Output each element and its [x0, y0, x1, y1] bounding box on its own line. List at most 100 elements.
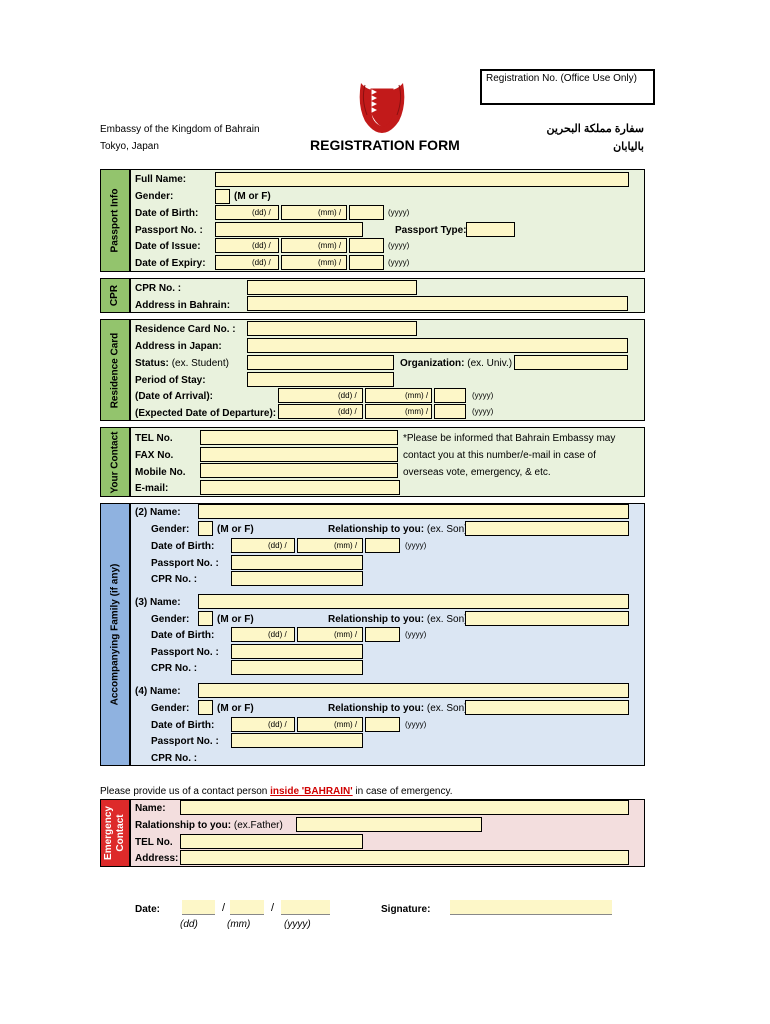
expiry-dd-field[interactable] [215, 255, 279, 270]
departure-yyyy-field[interactable] [434, 404, 466, 419]
family-member-2-name-field[interactable] [198, 504, 629, 519]
arrival-mm-hint: (mm) / [405, 391, 429, 400]
date-label: Date: [135, 904, 161, 915]
family-member-2-gender-field[interactable] [198, 521, 213, 536]
expiry-yyyy-field[interactable] [349, 255, 384, 270]
family-member-4-dob-mm-hint: (mm) / [334, 720, 358, 729]
family-member-2-passport-field[interactable] [231, 555, 363, 570]
family-member-3-dob-mm-hint: (mm) / [334, 630, 358, 639]
family-member-3-gender-field[interactable] [198, 611, 213, 626]
contact-note-line-2: contact you at this number/e-mail in cas… [403, 450, 596, 461]
email-label: E-mail: [135, 483, 169, 494]
residence-card-side-label: Residence Card [100, 319, 130, 421]
family-member-4-name-field[interactable] [198, 683, 629, 698]
family-member-3-dob-yyyy-hint: (yyyy) [405, 630, 427, 639]
issue-yyyy-field[interactable] [349, 238, 384, 253]
family-member-4-cpr-label: CPR No. : [151, 753, 198, 764]
mobile-field[interactable] [200, 463, 398, 478]
date-dd-hint: (dd) [180, 919, 198, 930]
japan-address-field[interactable] [247, 338, 628, 353]
date-slash-2: / [271, 902, 275, 914]
embassy-name-en: Embassy of the Kingdom of Bahrain [100, 124, 260, 135]
mobile-label: Mobile No. [135, 467, 186, 478]
gender-field[interactable] [215, 189, 230, 204]
expiry-date-label: Date of Expiry: [135, 258, 206, 269]
arrival-dd-field[interactable] [278, 388, 363, 403]
arrival-mm-field[interactable] [365, 388, 432, 403]
departure-date-label: (Expected Date of Departure): [135, 408, 277, 419]
tel-field[interactable] [200, 430, 398, 445]
issue-mm-field[interactable] [281, 238, 347, 253]
expiry-mm-field[interactable] [281, 255, 347, 270]
dob-mm-field[interactable] [281, 205, 347, 220]
passport-no-label: Passport No. : [135, 225, 203, 236]
family-member-3-dob-dd-field[interactable] [231, 627, 295, 642]
family-member-2-dob-dd-field[interactable] [231, 538, 295, 553]
registration-number-box[interactable]: Registration No. (Office Use Only) [480, 69, 655, 105]
family-member-2-passport-label: Passport No. : [151, 558, 219, 569]
dob-dd-field[interactable] [215, 205, 279, 220]
family-member-4-passport-label: Passport No. : [151, 736, 219, 747]
family-member-2-relationship-field[interactable] [465, 521, 629, 536]
family-member-4-relationship-label: Relationship to you: (ex. Son) [328, 703, 468, 714]
family-member-3-passport-field[interactable] [231, 644, 363, 659]
date-yyyy-field[interactable] [281, 900, 330, 915]
passport-type-field[interactable] [466, 222, 515, 237]
arrival-yyyy-field[interactable] [434, 388, 466, 403]
dob-yyyy-field[interactable] [349, 205, 384, 220]
departure-dd-hint: (dd) / [338, 407, 357, 416]
emergency-name-field[interactable] [180, 800, 629, 815]
gender-hint: (M or F) [234, 191, 271, 202]
issue-date-label: Date of Issue: [135, 241, 201, 252]
departure-yyyy-hint: (yyyy) [472, 407, 494, 416]
family-member-3-dob-yyyy-field[interactable] [365, 627, 400, 642]
fax-field[interactable] [200, 447, 398, 462]
period-of-stay-field[interactable] [247, 372, 394, 387]
expiry-mm-hint: (mm) / [318, 258, 342, 267]
dob-dd-hint: (dd) / [252, 208, 271, 217]
emergency-relationship-label: Ralationship to you: (ex.Father) [135, 820, 283, 831]
family-member-4-dob-yyyy-hint: (yyyy) [405, 720, 427, 729]
family-member-3-name-field[interactable] [198, 594, 629, 609]
signature-field[interactable] [450, 900, 612, 915]
emergency-tel-field[interactable] [180, 834, 363, 849]
email-field[interactable] [200, 480, 400, 495]
family-member-2-cpr-field[interactable] [231, 571, 363, 586]
full-name-field[interactable] [215, 172, 629, 187]
date-mm-field[interactable] [230, 900, 264, 915]
departure-dd-field[interactable] [278, 404, 363, 419]
residence-card-no-field[interactable] [247, 321, 417, 336]
family-member-3-cpr-field[interactable] [231, 660, 363, 675]
family-member-3-relationship-label: Relationship to you: (ex. Son) [328, 614, 468, 625]
family-member-4-dob-dd-hint: (dd) / [268, 720, 287, 729]
date-dd-field[interactable] [182, 900, 215, 915]
emergency-intro-after: in case of emergency. [352, 786, 453, 797]
family-member-4-passport-field[interactable] [231, 733, 363, 748]
status-field[interactable] [247, 355, 394, 370]
date-mm-hint: (mm) [227, 919, 251, 930]
dob-label: Date of Birth: [135, 208, 199, 219]
emergency-relationship-field[interactable] [296, 817, 482, 832]
family-member-2-dob-mm-field[interactable] [297, 538, 363, 553]
emergency-intro-highlight: inside 'BAHRAIN' [270, 786, 353, 797]
family-member-4-dob-mm-field[interactable] [297, 717, 363, 732]
issue-dd-field[interactable] [215, 238, 279, 253]
departure-mm-field[interactable] [365, 404, 432, 419]
organization-field[interactable] [514, 355, 628, 370]
arrival-dd-hint: (dd) / [338, 391, 357, 400]
family-member-4-relationship-field[interactable] [465, 700, 629, 715]
family-member-3-dob-mm-field[interactable] [297, 627, 363, 642]
bahrain-address-field[interactable] [247, 296, 628, 311]
family-member-4-dob-dd-field[interactable] [231, 717, 295, 732]
family-member-3-relationship-field[interactable] [465, 611, 629, 626]
family-member-4-gender-hint: (M or F) [217, 703, 254, 714]
signature-label: Signature: [381, 904, 431, 915]
emergency-address-field[interactable] [180, 850, 629, 865]
status-hint: (ex. Student) [171, 358, 229, 369]
family-member-2-dob-yyyy-field[interactable] [365, 538, 400, 553]
family-member-3-gender-label: Gender: [151, 614, 190, 625]
passport-no-field[interactable] [215, 222, 363, 237]
cpr-no-field[interactable] [247, 280, 417, 295]
family-member-4-gender-field[interactable] [198, 700, 213, 715]
family-member-4-dob-yyyy-field[interactable] [365, 717, 400, 732]
